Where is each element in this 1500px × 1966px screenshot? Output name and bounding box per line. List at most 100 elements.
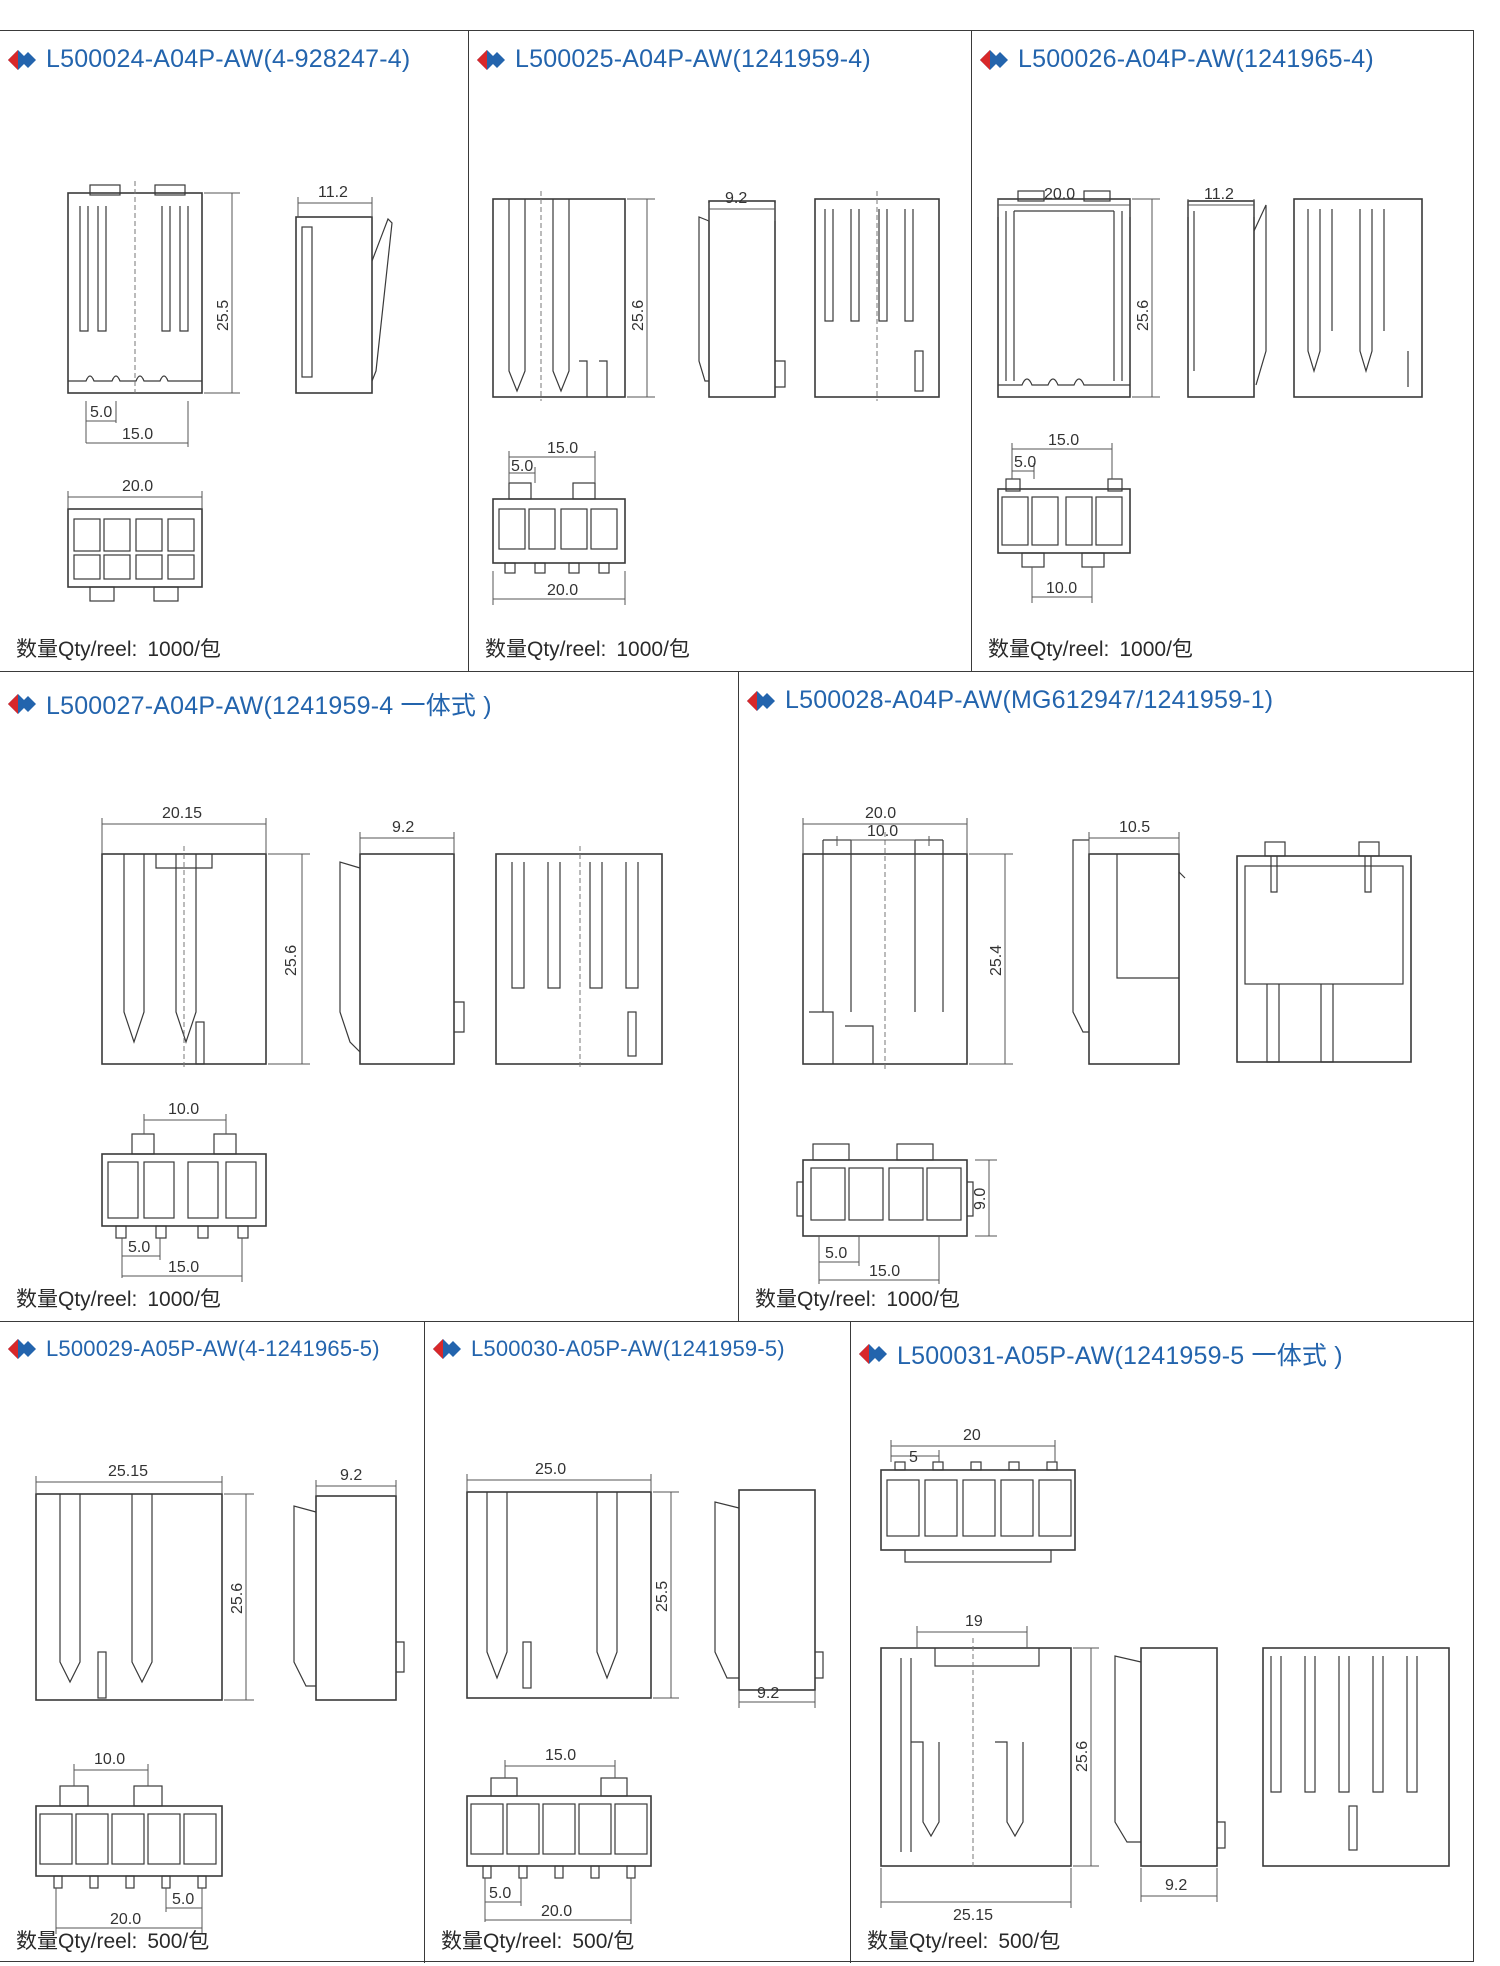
- front-view: [492, 191, 626, 401]
- bottom-view: [67, 508, 203, 602]
- dim-label: 15.0: [869, 1263, 900, 1280]
- qty-label: 数量Qty/reel:: [441, 1930, 563, 1953]
- dim-label: 20.0: [1044, 186, 1075, 203]
- dim-label: 9.0: [972, 1188, 989, 1210]
- front-view: [880, 1638, 1072, 1870]
- dim-label: 9.2: [392, 819, 414, 836]
- dim-label: 25.6: [1074, 1741, 1091, 1772]
- dim-label: 25.0: [535, 1461, 566, 1478]
- qty-per-reel: 数量Qty/reel: 1000/包: [16, 1283, 221, 1313]
- dim-label: 25.6: [229, 1583, 246, 1614]
- product-cell-l500025: L500025-A04P-AW(1241959-4): [468, 31, 971, 671]
- qty-per-reel: 数量Qty/reel: 500/包: [867, 1925, 1060, 1955]
- qty-value: 1000/包: [147, 1288, 221, 1311]
- bottom-view: [466, 1777, 652, 1879]
- qty-per-reel: 数量Qty/reel: 500/包: [16, 1925, 209, 1955]
- qty-value: 1000/包: [616, 638, 690, 661]
- product-title-text: L500024-A04P-AW(4-928247-4): [46, 45, 411, 73]
- diamond-icon: [859, 1344, 887, 1364]
- qty-value: 1000/包: [886, 1288, 960, 1311]
- qty-per-reel: 数量Qty/reel: 500/包: [441, 1925, 634, 1955]
- dim-label: 5.0: [1014, 454, 1036, 471]
- qty-per-reel: 数量Qty/reel: 1000/包: [755, 1283, 960, 1313]
- connector-drawing: 20.15 9.2 25.6 10.0 5.0 15.0: [101, 805, 663, 1282]
- bottom-view: [796, 1143, 974, 1237]
- qty-per-reel: 数量Qty/reel:1000/包: [988, 633, 1193, 663]
- rear-view: [1236, 841, 1412, 1063]
- dim-label: 5.0: [90, 404, 112, 421]
- product-title: L500031-A05P-AW(1241959-5 一体式 ): [859, 1336, 1343, 1372]
- dim-label: 15.0: [547, 440, 578, 457]
- product-cell-l500030: L500030-A05P-AW(1241959-5): [424, 1321, 850, 1963]
- side-view: [698, 200, 786, 398]
- side-view: [1072, 839, 1186, 1065]
- bottom-view: [101, 1133, 267, 1239]
- dim-label: 20.0: [110, 1911, 141, 1928]
- qty-label: 数量Qty/reel:: [16, 638, 138, 661]
- dim-label: 25.15: [953, 1907, 993, 1924]
- top-view: [880, 1461, 1076, 1563]
- product-title-text: L500027-A04P-AW(1241959-4 一体式 ): [46, 692, 492, 720]
- dim-label: 5: [909, 1449, 918, 1466]
- qty-label: 数量Qty/reel:: [988, 638, 1110, 661]
- qty-value: 500/包: [147, 1930, 210, 1953]
- connector-drawing: 25.0 25.5 9.2 15.0 5.0 20.0: [466, 1461, 824, 1924]
- dim-label: 5.0: [128, 1239, 150, 1256]
- dim-label: 10.0: [168, 1101, 199, 1118]
- diamond-icon: [8, 694, 36, 714]
- front-view: [67, 181, 203, 394]
- diamond-icon: [8, 49, 36, 70]
- dim-label: 19: [965, 1613, 983, 1630]
- qty-label: 数量Qty/reel:: [755, 1288, 877, 1311]
- product-title-text: L500030-A05P-AW(1241959-5): [471, 1336, 785, 1361]
- dim-label: 25.4: [988, 945, 1005, 976]
- product-title: L500027-A04P-AW(1241959-4 一体式 ): [8, 686, 492, 722]
- dim-label: 9.2: [340, 1467, 362, 1484]
- diamond-icon: [747, 690, 775, 711]
- diamond-icon: [8, 1339, 36, 1359]
- dim-label: 10.0: [867, 823, 898, 840]
- dim-label: 20.0: [865, 805, 896, 822]
- qty-label: 数量Qty/reel:: [16, 1930, 138, 1953]
- front-view: [802, 832, 968, 1070]
- dim-label: 5.0: [511, 458, 533, 475]
- diamond-icon: [433, 1339, 461, 1359]
- side-view: [293, 1495, 405, 1701]
- dim-label: 15.0: [545, 1747, 576, 1764]
- dim-label: 15.0: [168, 1259, 199, 1276]
- rear-view: [1262, 1647, 1450, 1867]
- connector-drawing: 20.0 11.2 25.6 15.0 5.0 10.0: [997, 186, 1423, 603]
- bottom-view: [35, 1785, 223, 1889]
- dim-label: 5.0: [172, 1891, 194, 1908]
- product-title-text: L500031-A05P-AW(1241959-5 一体式 ): [897, 1342, 1343, 1370]
- product-cell-l500031: L500031-A05P-AW(1241959-5 一体式 ): [850, 1321, 1474, 1963]
- product-title-text: L500026-A04P-AW(1241965-4): [1018, 45, 1374, 73]
- product-title: L500028-A04P-AW(MG612947/1241959-1): [747, 686, 1273, 715]
- qty-value: 500/包: [572, 1930, 635, 1953]
- side-view: [339, 853, 465, 1065]
- dim-label: 25.6: [630, 300, 647, 331]
- bottom-view: [997, 478, 1131, 568]
- dim-label: 25.5: [215, 300, 232, 331]
- front-view: [101, 846, 267, 1070]
- dim-label: 25.15: [108, 1463, 148, 1480]
- front-view: [466, 1491, 652, 1699]
- dim-label: 25.6: [1135, 300, 1152, 331]
- qty-label: 数量Qty/reel:: [867, 1930, 989, 1953]
- dim-label: 20.0: [547, 582, 578, 599]
- rear-view: [814, 191, 940, 401]
- dim-label: 20.0: [541, 1903, 572, 1920]
- product-title: L500025-A04P-AW(1241959-4): [477, 45, 871, 74]
- qty-value: 500/包: [998, 1930, 1061, 1953]
- qty-label: 数量Qty/reel:: [16, 1288, 138, 1311]
- qty-per-reel: 数量Qty/reel:1000/包: [16, 633, 221, 663]
- connector-drawing: 9.2 25.6 15.0 5.0 20.0: [492, 190, 940, 605]
- product-cell-l500026: L500026-A04P-AW(1241965-4): [971, 31, 1474, 671]
- dim-label: 5.0: [825, 1245, 847, 1262]
- side-view: [1187, 200, 1267, 398]
- product-cell-l500024: L500024-A04P-AW(4-928247-4): [0, 31, 468, 671]
- side-view: [714, 1489, 824, 1691]
- catalog-sheet: L500024-A04P-AW(4-928247-4): [0, 30, 1474, 1963]
- dim-label: 11.2: [318, 184, 348, 201]
- dim-label: 5.0: [489, 1885, 511, 1902]
